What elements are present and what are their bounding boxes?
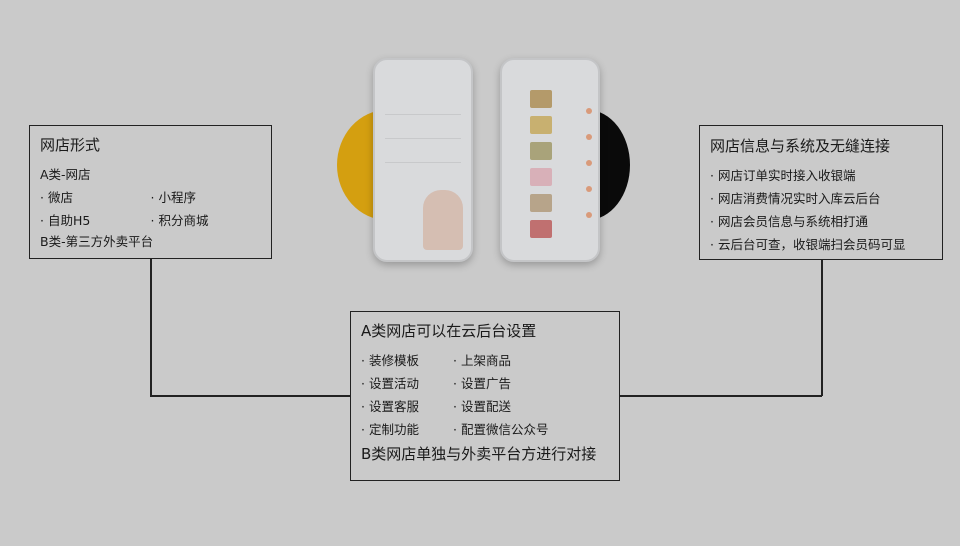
phone-mockup-left xyxy=(373,58,473,262)
person-illustration xyxy=(423,190,463,250)
list-item: · 设置活动 xyxy=(361,376,419,391)
right-box-title: 网店信息与系统及无缝连接 xyxy=(710,137,891,155)
a-heading: A类-网店 xyxy=(40,167,91,182)
list-item: · 云后台可查，收银端扫会员码可显 xyxy=(710,237,906,252)
right-box-integration: 网店信息与系统及无缝连接 · 网店订单实时接入收银端 · 网店消费情况实时入库云… xyxy=(699,125,943,260)
list-item: · 网店会员信息与系统相打通 xyxy=(710,214,868,229)
list-item: · 定制功能 xyxy=(361,422,419,437)
list-item: · 上架商品 xyxy=(453,353,511,368)
left-box-title: 网店形式 xyxy=(40,136,101,154)
left-box-online-store-forms: 网店形式 A类-网店 · 微店 · 小程序 · 自助H5 · 积分商城 B类-第… xyxy=(29,125,272,259)
connector-right-h xyxy=(619,395,822,397)
connector-left-h xyxy=(150,395,351,397)
bottom-box-title: A类网店可以在云后台设置 xyxy=(361,322,537,340)
list-item: · 微店 xyxy=(40,190,73,205)
b-heading: B类-第三方外卖平台 xyxy=(40,234,154,249)
phone-mockup-right xyxy=(500,58,600,262)
bottom-box-footer: B类网店单独与外卖平台方进行对接 xyxy=(361,445,597,463)
list-item: · 积分商城 xyxy=(150,213,209,228)
list-item: · 自助H5 xyxy=(40,213,91,228)
list-item: · 网店订单实时接入收银端 xyxy=(710,168,856,183)
list-item: · 装修模板 xyxy=(361,353,419,368)
list-item: · 小程序 xyxy=(150,190,196,205)
connector-left xyxy=(150,258,152,396)
list-item: · 配置微信公众号 xyxy=(453,422,549,437)
list-item: · 设置配送 xyxy=(453,399,511,414)
list-item: · 网店消费情况实时入库云后台 xyxy=(710,191,881,206)
list-item: · 设置广告 xyxy=(453,376,511,391)
list-item: · 设置客服 xyxy=(361,399,419,414)
bottom-box-cloud-settings: A类网店可以在云后台设置 · 装修模板 · 上架商品 · 设置活动 · 设置广告… xyxy=(350,311,620,481)
connector-right xyxy=(821,259,823,396)
